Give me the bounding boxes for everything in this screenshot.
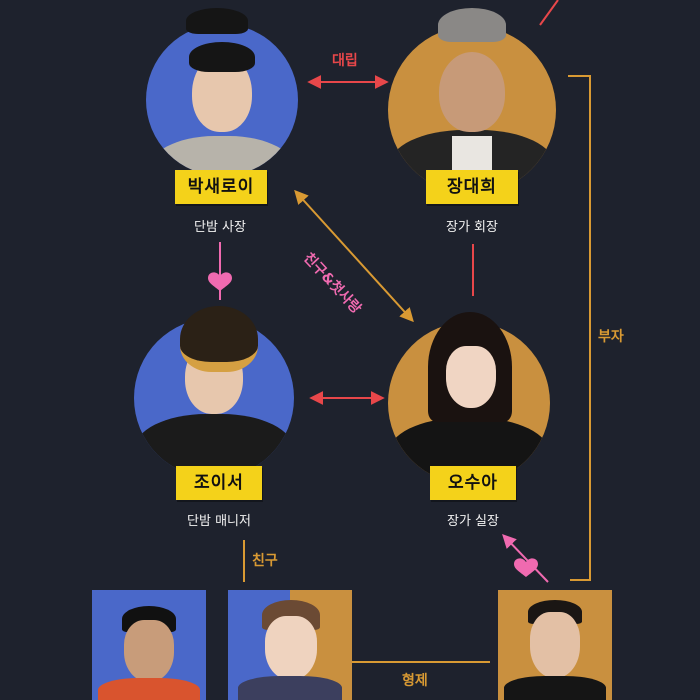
- heart-icon: [514, 558, 538, 577]
- heart-icon: [208, 272, 232, 291]
- name-tag-iseo: 조이서: [176, 466, 262, 500]
- iseo-hair: [180, 306, 258, 372]
- role-saeroyi: 단밤 사장: [194, 220, 246, 235]
- portrait-card-right: [498, 590, 612, 700]
- geunwon-osua-arrow: [502, 533, 549, 583]
- name-tag-saeroyi: 박새로이: [175, 170, 267, 204]
- saeroyi-hair-top: [186, 8, 248, 34]
- first-love-arrow: [294, 189, 414, 323]
- portrait-saeroyi: [146, 24, 298, 176]
- osua-face-front: [446, 346, 496, 408]
- label-friends: 친구: [252, 553, 278, 569]
- label-father-son: 부자: [598, 329, 624, 345]
- portrait-card-middle: [228, 590, 352, 700]
- label-brothers: 형제: [402, 673, 428, 689]
- role-osua: 장가 실장: [447, 514, 499, 529]
- father-son-line: [568, 75, 591, 581]
- portrait-card-left: [92, 590, 206, 700]
- portrait-daehee: [388, 26, 556, 194]
- top-diagonal-line: [539, 0, 559, 26]
- role-iseo: 단밤 매니저: [187, 514, 251, 529]
- role-daehee: 장가 회장: [446, 220, 498, 235]
- daehee-hair-top: [438, 8, 506, 42]
- label-rivalry: 대립: [332, 53, 358, 69]
- name-tag-osua: 오수아: [430, 466, 516, 500]
- name-tag-daehee: 장대희: [426, 170, 518, 204]
